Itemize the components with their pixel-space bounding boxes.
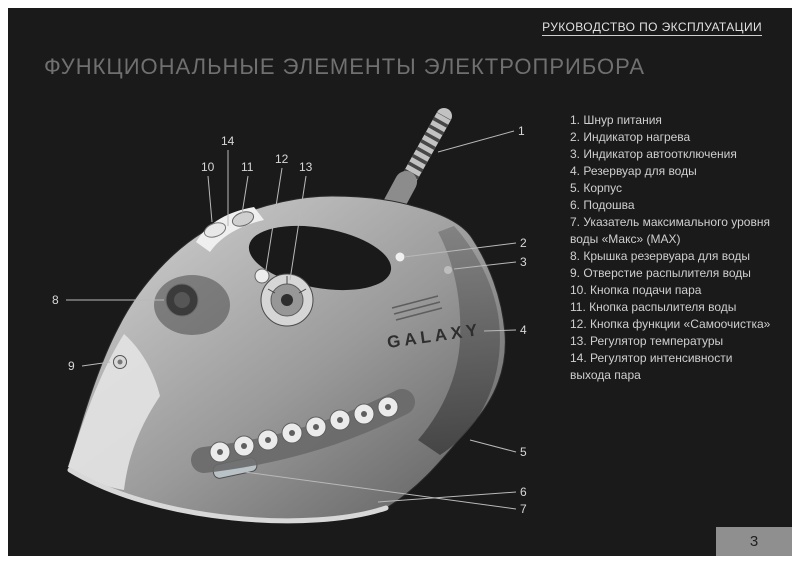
callout-9: 9 bbox=[68, 359, 111, 373]
callout-6: 6 bbox=[377, 485, 527, 503]
svg-text:14: 14 bbox=[221, 134, 235, 148]
svg-text:13: 13 bbox=[299, 160, 313, 174]
parts-list-item: 8. Крышка резервуара для воды bbox=[570, 249, 751, 263]
callout-11: 11 bbox=[241, 160, 254, 215]
auto-off-indicator-icon bbox=[444, 266, 452, 274]
care-symbols bbox=[209, 396, 399, 463]
care-symbol-icon bbox=[257, 429, 279, 451]
parts-list-item: 4. Резервуар для воды bbox=[570, 164, 697, 178]
svg-text:7: 7 bbox=[520, 502, 527, 516]
spray-nozzle-icon bbox=[113, 355, 127, 369]
parts-list-item: 12. Кнопка функции «Самоочистка» bbox=[570, 317, 771, 331]
parts-list-item: 1. Шнур питания bbox=[570, 113, 662, 127]
svg-text:9: 9 bbox=[68, 359, 75, 373]
vent-lines bbox=[391, 295, 443, 321]
parts-list-item: 3. Индикатор автоотключения bbox=[570, 147, 737, 161]
svg-text:2: 2 bbox=[520, 236, 527, 250]
header-label: РУКОВОДСТВО ПО ЭКСПЛУАТАЦИИ bbox=[542, 20, 762, 36]
callout-3: 3 bbox=[453, 255, 527, 270]
svg-text:6: 6 bbox=[520, 485, 527, 499]
care-symbol-icon bbox=[209, 441, 231, 463]
care-symbol-icon bbox=[305, 416, 327, 438]
heating-indicator-icon bbox=[395, 252, 405, 262]
iron-heel bbox=[418, 226, 500, 455]
callout-8: 8 bbox=[52, 293, 164, 307]
soleplate-nose bbox=[68, 334, 160, 490]
callout-10: 10 bbox=[201, 160, 215, 223]
callout-4: 4 bbox=[483, 323, 527, 337]
steam-burst-button-icon bbox=[203, 222, 227, 238]
svg-text:12: 12 bbox=[275, 152, 289, 166]
parts-list: 1. Шнур питания 2. Индикатор нагрева 3. … bbox=[570, 112, 775, 384]
iron-diagram: GALAXY 14 10 11 12 13 1 2 bbox=[52, 108, 527, 524]
parts-list-item: 2. Индикатор нагрева bbox=[570, 130, 691, 144]
parts-list-item: 9. Отверстие распылителя воды bbox=[570, 266, 751, 280]
callout-7: 7 bbox=[244, 471, 527, 516]
care-symbol-icon bbox=[329, 409, 351, 431]
page-title: ФУНКЦИОНАЛЬНЫЕ ЭЛЕМЕНТЫ ЭЛЕКТРОПРИБОРА bbox=[44, 54, 646, 79]
svg-text:8: 8 bbox=[52, 293, 59, 307]
water-tank-cap-icon bbox=[165, 283, 199, 317]
callout-5: 5 bbox=[469, 439, 527, 459]
svg-text:1: 1 bbox=[518, 124, 525, 138]
page-number-badge: 3 bbox=[716, 527, 792, 556]
soleplate-edge bbox=[67, 467, 389, 524]
svg-text:3: 3 bbox=[520, 255, 527, 269]
care-symbol-icon bbox=[353, 403, 375, 425]
svg-text:5: 5 bbox=[520, 445, 527, 459]
parts-list-item: 5. Корпус bbox=[570, 181, 623, 195]
callout-14: 14 bbox=[221, 134, 235, 226]
parts-list-item: 14. Регулятор интенсивности выхода пара bbox=[570, 351, 733, 382]
parts-list-item: 10. Кнопка подачи пара bbox=[570, 283, 702, 297]
power-cord-icon bbox=[381, 108, 452, 219]
parts-list-item: 7. Указатель максимального уровня воды «… bbox=[570, 215, 770, 246]
care-symbol-icon bbox=[233, 435, 255, 457]
spray-button-icon bbox=[231, 211, 255, 227]
callout-1: 1 bbox=[437, 124, 525, 153]
page-number: 3 bbox=[749, 533, 759, 550]
temperature-dial-icon bbox=[260, 273, 314, 327]
self-clean-button-icon bbox=[254, 268, 270, 284]
callout-12: 12 bbox=[265, 152, 289, 271]
callouts: 14 10 11 12 13 1 2 3 4 5 6 7 8 9 bbox=[52, 124, 527, 516]
svg-text:4: 4 bbox=[520, 323, 527, 337]
parts-list-item: 11. Кнопка распылителя воды bbox=[570, 300, 737, 314]
svg-text:10: 10 bbox=[201, 160, 215, 174]
callout-13: 13 bbox=[289, 160, 313, 281]
care-symbol-icon bbox=[377, 396, 399, 418]
callout-2: 2 bbox=[403, 236, 527, 258]
parts-list-item: 13. Регулятор температуры bbox=[570, 334, 724, 348]
care-symbol-icon bbox=[281, 422, 303, 444]
svg-text:11: 11 bbox=[241, 160, 254, 174]
parts-list-item: 6. Подошва bbox=[570, 198, 635, 212]
